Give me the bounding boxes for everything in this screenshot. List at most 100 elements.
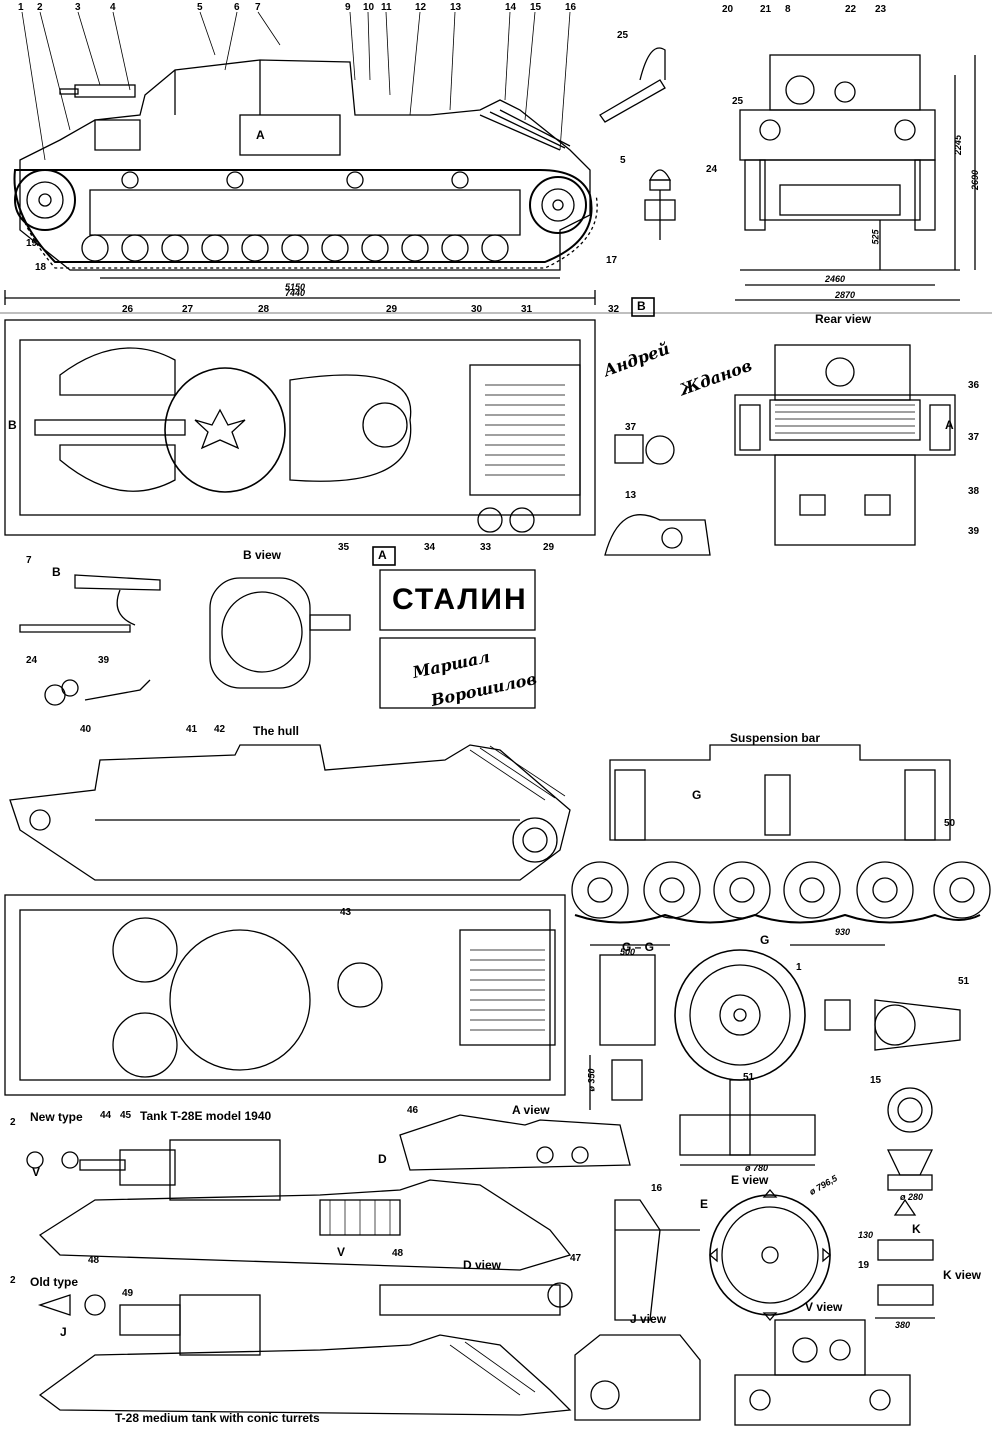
view-letter: D <box>378 1152 387 1166</box>
part-number: 6 <box>234 2 240 13</box>
part-number: 24 <box>706 164 718 175</box>
part-number: 2 <box>10 1117 16 1128</box>
part-number: 51 <box>743 1072 755 1083</box>
part-number: 5 <box>197 2 203 13</box>
part-number: 26 <box>122 304 134 315</box>
caption-v-view: V view <box>805 1300 843 1314</box>
part-number: 48 <box>392 1248 404 1259</box>
detail-25-hatch <box>599 47 666 123</box>
dimension: 2690 <box>970 169 981 191</box>
part-number: 16 <box>565 2 577 13</box>
view-letter: J <box>60 1325 67 1339</box>
part-number: 5 <box>620 155 626 166</box>
hull-top <box>4 894 566 1096</box>
caption-a-view: A view <box>512 1103 550 1117</box>
caption-k-view: K view <box>943 1268 982 1282</box>
part-number: 30 <box>471 304 483 315</box>
front-view-tank <box>735 54 976 301</box>
part-number: 22 <box>845 4 857 15</box>
view-letter: V <box>337 1245 346 1259</box>
part-number: 36 <box>968 380 980 391</box>
dimension: ø 350 <box>586 1068 597 1092</box>
bogie-wheels <box>571 861 991 919</box>
gg-section <box>589 954 656 1110</box>
part-number: 32 <box>608 304 620 315</box>
part-number: 27 <box>182 304 194 315</box>
part-number: 7 <box>255 2 261 13</box>
part-number: 45 <box>120 1110 132 1121</box>
part-number: 20 <box>722 4 734 15</box>
v-view <box>734 1319 911 1426</box>
part-number: 13 <box>625 490 637 501</box>
j-view-turret <box>574 1334 701 1421</box>
view-letter: B <box>52 565 61 579</box>
part-number: 29 <box>543 542 555 553</box>
caption-t28-conic: T-28 medium tank with conic turrets <box>115 1411 320 1425</box>
view-letter: A <box>256 128 265 142</box>
part-number: 7 <box>26 555 32 566</box>
part-number: 18 <box>35 262 47 273</box>
part-number: 35 <box>338 542 350 553</box>
caption-t28e: Tank T-28E model 1940 <box>140 1109 272 1123</box>
part-number: 39 <box>98 655 110 666</box>
part-number: 1 <box>796 962 802 973</box>
dimension: 2870 <box>835 290 856 300</box>
dimension: 7440 <box>285 288 306 298</box>
part-number: 2 <box>37 2 43 13</box>
dimension: 930 <box>835 927 851 937</box>
part-number: 29 <box>386 304 398 315</box>
d-view <box>379 1282 573 1316</box>
detail-51 <box>874 999 961 1051</box>
part-number: 16 <box>651 1183 663 1194</box>
part-number: 10 <box>363 2 375 13</box>
part-number: 19 <box>26 238 38 249</box>
top-view-tank <box>4 319 596 536</box>
dimension: 2245 <box>953 134 964 156</box>
view-letter: V <box>32 1165 41 1179</box>
view-letter: A <box>378 548 387 562</box>
view-letter: B <box>8 418 17 432</box>
part-number: 15 <box>870 1075 882 1086</box>
b-view-hatch <box>209 577 351 689</box>
side-view-tank <box>13 59 598 271</box>
part-number: 43 <box>340 907 352 918</box>
part-number: 37 <box>625 422 637 433</box>
view-letter: G <box>760 933 770 947</box>
view-letter: E <box>700 1197 709 1211</box>
dimension: ø 796,5 <box>807 1173 839 1197</box>
view-letter: B <box>637 299 646 313</box>
part-number: 24 <box>26 655 38 666</box>
part-number: 14 <box>505 2 517 13</box>
part-number: 28 <box>258 304 270 315</box>
dimension: ø 280 <box>900 1192 924 1202</box>
part-number: 1 <box>18 2 24 13</box>
dimension: 2460 <box>825 274 846 284</box>
part-number: 11 <box>381 2 392 13</box>
part-number: 3 <box>75 2 81 13</box>
part-number: 44 <box>100 1110 112 1121</box>
part-number: 31 <box>521 304 533 315</box>
caption-the-hull: The hull <box>253 724 299 738</box>
dimension: 525 <box>870 229 881 245</box>
e-view-hub <box>679 1079 816 1166</box>
inscription-andrey: Андрей <box>600 338 673 381</box>
part-number: 42 <box>214 724 226 735</box>
part-number: 49 <box>122 1288 134 1299</box>
hull-side <box>9 744 571 881</box>
part-number: 23 <box>875 4 887 15</box>
part-number: 15 <box>530 2 542 13</box>
dimension: 380 <box>895 1320 911 1330</box>
part-number: 37 <box>968 432 980 443</box>
part-number: 41 <box>186 724 198 735</box>
detail-15 <box>886 1087 934 1191</box>
part-number: 48 <box>88 1255 100 1266</box>
caption-rear-view: Rear view <box>815 312 872 326</box>
inscription-stalin: СТАЛИН <box>392 583 528 616</box>
view-letter: A <box>945 418 954 432</box>
dimension: ø 780 <box>745 1163 769 1173</box>
part-number: 46 <box>407 1105 419 1116</box>
caption-gg: G – G <box>622 940 655 954</box>
inscription-marshal: Маршал <box>410 647 492 682</box>
